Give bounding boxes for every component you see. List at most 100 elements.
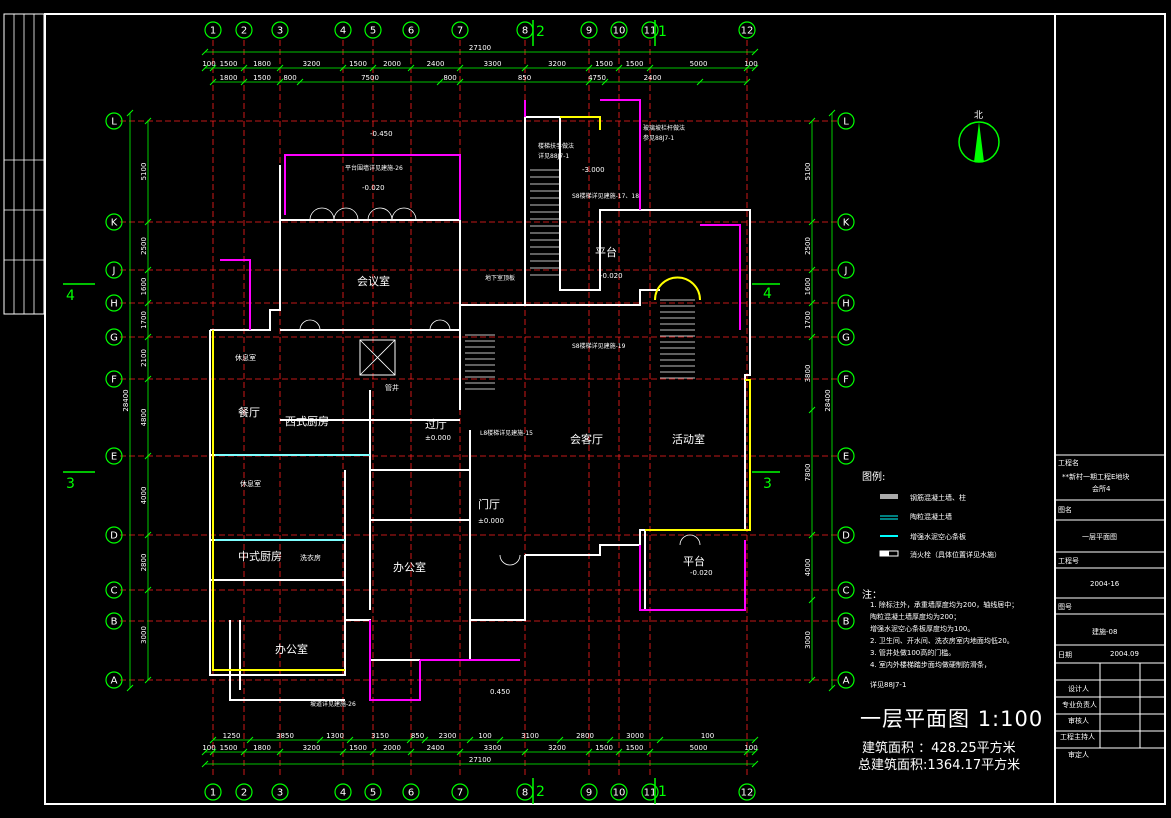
room-office-1: 办公室 xyxy=(393,560,426,574)
svg-text:管井: 管井 xyxy=(385,383,399,392)
tb-sheet-no: 建施-08 xyxy=(1092,628,1118,636)
railings xyxy=(220,99,746,701)
dimension-label: 1500 xyxy=(626,60,644,68)
axis-bubble xyxy=(837,447,855,465)
svg-text:详见88J7-1: 详见88J7-1 xyxy=(538,152,569,160)
dimension-label: 5100 xyxy=(140,163,148,181)
axis-label: 11 xyxy=(644,788,657,799)
axis-bubble xyxy=(641,783,659,801)
building-area: 建筑面积 ：428.25平方米 xyxy=(862,741,1016,756)
svg-text:2: 2 xyxy=(536,784,545,800)
axis-label: H xyxy=(110,299,118,310)
dimension-label: 100 xyxy=(478,732,491,740)
svg-text:地下室顶板: 地下室顶板 xyxy=(485,274,515,282)
dimension-label: 1600 xyxy=(140,278,148,296)
axis-label: 1 xyxy=(210,788,216,799)
dimension-label: 3000 xyxy=(804,631,812,649)
svg-text:参见88J7-1: 参见88J7-1 xyxy=(643,134,674,142)
tb-drawing-name: 一层平面图 xyxy=(1082,533,1117,541)
svg-text:1: 1 xyxy=(658,24,667,40)
dimension-label: 1600 xyxy=(804,278,812,296)
dimension-label: 2800 xyxy=(576,732,594,740)
svg-text:平台围墙详见建施-26: 平台围墙详见建施-26 xyxy=(345,164,403,172)
dimension-label: 1700 xyxy=(804,311,812,329)
dimension-label: 3800 xyxy=(804,365,812,383)
axis-label: 5 xyxy=(370,788,376,799)
room-western-kitchen: 西式厨房 xyxy=(285,415,329,428)
note-line: 详见88J7-1 xyxy=(870,681,907,689)
dimension-label: 3200 xyxy=(303,60,321,68)
dimension-label: 3300 xyxy=(484,744,502,752)
total-building-area: 总建筑面积:1364.17平方米 xyxy=(858,758,1021,773)
axis-label: F xyxy=(843,375,849,386)
svg-text:休息室: 休息室 xyxy=(240,479,261,488)
axis-bubble xyxy=(837,112,855,130)
axis-label: 8 xyxy=(522,26,528,37)
tb-drawing-label: 图名 xyxy=(1058,506,1072,514)
axis-label: C xyxy=(843,586,850,597)
dimension-label: 1500 xyxy=(220,60,238,68)
note-line: 4. 室内外楼梯踏步面均做硬制防滑条， xyxy=(870,661,991,669)
axis-label: A xyxy=(843,676,850,687)
svg-text:休息室: 休息室 xyxy=(235,353,256,362)
axis-bubble xyxy=(105,581,123,599)
axis-label: C xyxy=(111,586,118,597)
svg-text:坡道详见建施-26: 坡道详见建施-26 xyxy=(310,700,356,708)
axis-label: 9 xyxy=(586,788,592,799)
axis-bubble xyxy=(451,783,469,801)
room-hallway: 过厅 xyxy=(425,418,447,431)
axis-bubble xyxy=(580,21,598,39)
dimension-label: 1800 xyxy=(253,744,271,752)
tb-date-label: 日期 xyxy=(1058,651,1072,659)
dimension-label: 3850 xyxy=(276,732,294,740)
axis-bubble xyxy=(105,112,123,130)
axis-label: H xyxy=(842,299,850,310)
axis-label: 12 xyxy=(741,26,754,37)
room-labels: 会议室 会客厅 活动室 西式厨房 餐厅 中式厨房 办公室 办公室 过厅 门厅 平… xyxy=(238,245,705,656)
svg-text:4: 4 xyxy=(763,286,772,302)
axis-bubble xyxy=(105,671,123,689)
dimension-label: 2300 xyxy=(439,732,457,740)
dimension-label: 1500 xyxy=(349,60,367,68)
dimension-label: 850 xyxy=(411,732,424,740)
dimension-label: 1500 xyxy=(626,744,644,752)
axis-bubble xyxy=(334,783,352,801)
axis-label: 3 xyxy=(277,26,283,37)
axis-label: K xyxy=(111,218,118,229)
room-platform-2: 平台 xyxy=(683,554,705,568)
dimension-label: 3000 xyxy=(626,732,644,740)
note-line: 1. 除标注外，承重墙厚度均为200，轴线居中； xyxy=(870,601,1019,609)
svg-text:3: 3 xyxy=(66,476,75,492)
svg-text:楼梯扶手做法: 楼梯扶手做法 xyxy=(538,142,574,150)
dimension-label: 2500 xyxy=(804,237,812,255)
callout-notes: 平台围墙详见建施-26 L8楼梯详见建施-15 S8楼梯详见建施-17、18 S… xyxy=(310,124,685,708)
axis-bubble xyxy=(105,370,123,388)
axis-bubble xyxy=(610,21,628,39)
room-dining: 餐厅 xyxy=(238,405,260,419)
dimension-label: 7800 xyxy=(804,464,812,482)
axis-bubble xyxy=(271,783,289,801)
svg-text:-3.000: -3.000 xyxy=(582,166,605,174)
dimension-label: 2500 xyxy=(140,237,148,255)
dimension-label: 2400 xyxy=(427,60,445,68)
axis-bubble xyxy=(610,783,628,801)
dimension-label: 4000 xyxy=(804,559,812,577)
axis-label: 10 xyxy=(613,788,626,799)
axis-bubble xyxy=(738,783,756,801)
axis-label: B xyxy=(111,617,118,628)
dimension-label: 5000 xyxy=(690,744,708,752)
axis-bubble xyxy=(837,328,855,346)
legend-title: 图例: xyxy=(862,472,886,483)
doors xyxy=(299,207,701,566)
axis-bubble xyxy=(105,526,123,544)
dimension-label: 28400 xyxy=(824,389,832,411)
room-platform-1: 平台 xyxy=(595,245,617,259)
axis-label: 5 xyxy=(370,26,376,37)
axis-bubble xyxy=(235,21,253,39)
dimension-label: 4000 xyxy=(140,487,148,505)
axis-label: 11 xyxy=(644,26,657,37)
axis-label: J xyxy=(844,266,848,277)
dimension-label: 850 xyxy=(518,74,531,82)
note-line: 3. 管井处做100高的门槛。 xyxy=(870,649,956,657)
